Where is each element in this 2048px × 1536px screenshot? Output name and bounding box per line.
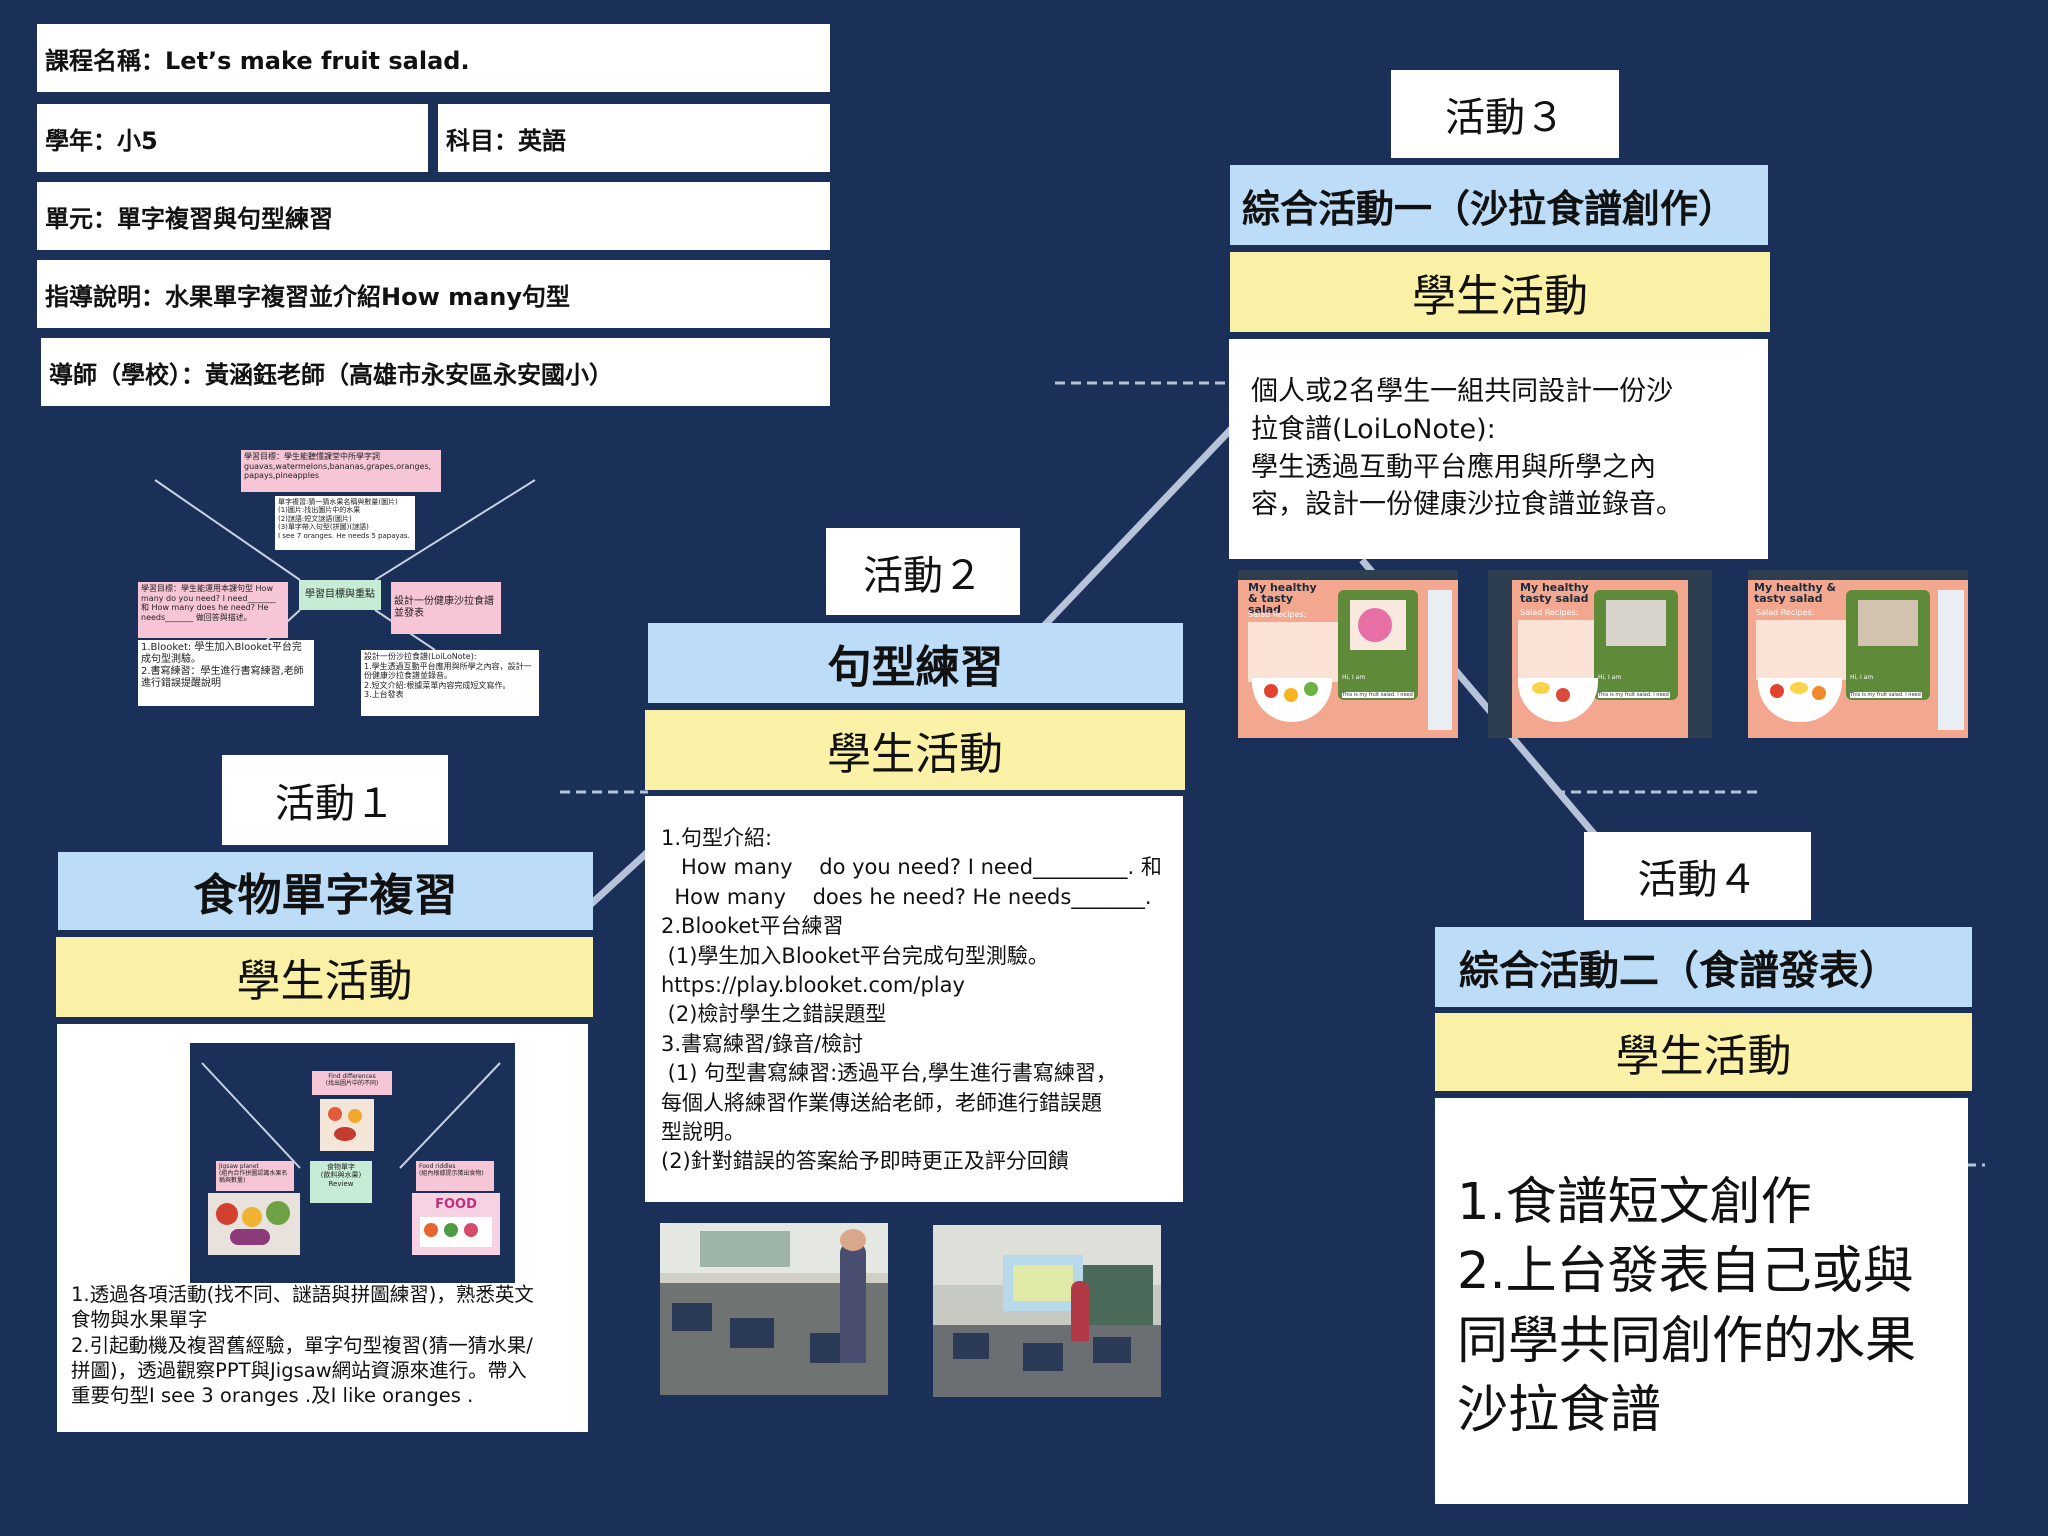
recipe-card-me: Hi, I am — [1342, 674, 1366, 681]
mindmap-center: 學習目標與重點 — [299, 580, 381, 610]
activity4-body-line: 同學共同創作的水果 — [1457, 1311, 1917, 1371]
recipe-card-title: My healthy tasty salad — [1520, 581, 1589, 605]
activity1-map: Find differences (找出圖片中的不同) 食物單字 (飲料與水果)… — [190, 1043, 515, 1283]
activity4-student-activity: 學生活動 — [1435, 1013, 1972, 1091]
food-riddles-image: FOOD — [412, 1193, 500, 1255]
activity1-map-jigsaw: Jigsaw planet (組內合作拼圖認識水果名稱與數量) — [216, 1161, 294, 1191]
activity1-map-food: 食物單字 (飲料與水果) Review — [310, 1161, 372, 1203]
activity1-body: 1.透過各項活動(找不同、謎語與拼圖練習)，熟悉英文 食物與水果單字 2.引起動… — [71, 1282, 586, 1409]
activity1-body-line: 食物與水果單字 — [71, 1308, 208, 1332]
guide: 指導說明：水果單字複習並介紹How many句型 — [37, 260, 830, 328]
subject: 科目：英語 — [438, 104, 830, 172]
activity4-body-line: 1.食譜短文創作 — [1457, 1173, 1812, 1232]
recipe-card-sub: Salad Recipes: — [1520, 608, 1579, 617]
activity3-body: 個人或2名學生一組共同設計一份沙 拉食譜(LoiLoNote): 學生透過互動平… — [1229, 339, 1768, 559]
activity1-body-line: 2.引起動機及複習舊經驗，單字句型複習(猜一猜水果/ — [71, 1333, 533, 1357]
activity2-body-line: How many do you need? I need_________. 和 — [661, 855, 1162, 880]
activity2-body-line: 2.Blooket平台練習 — [661, 914, 844, 939]
recipe-card-me: Hi, I am — [1850, 674, 1874, 681]
activity4-body-line: 2.上台發表自己或與 — [1457, 1242, 1914, 1302]
activity2-body-line: 3.書寫練習/錄音/檢討 — [661, 1031, 864, 1056]
mindmap-design: 設計一份健康沙拉食譜並發表 — [391, 582, 501, 634]
activity2-label: 活動２ — [826, 528, 1020, 615]
activity4-title: 綜合活動二（食譜發表） — [1435, 927, 1972, 1007]
mindmap-goal-top: 學習目標：學生能聽懂課堂中所學字詞 guavas,watermelons,ban… — [241, 450, 441, 492]
recipe-card-1: My healthy & tasty salad Salad Recipes: … — [1238, 570, 1458, 738]
jigsaw-image — [208, 1193, 300, 1255]
activity4-body: 1.食譜短文創作 2.上台發表自己或與 同學共同創作的水果 沙拉食譜 — [1435, 1098, 1968, 1504]
classroom-photo-2 — [933, 1225, 1161, 1397]
activity2-body-line: (1)學生加入Blooket平台完成句型測驗。 — [661, 943, 1049, 968]
activity1-body-line: 拼圖)，透過觀察PPT與Jigsaw網站資源來進行。帶入 — [71, 1359, 527, 1383]
recipe-card-me: Hi, I am — [1598, 674, 1622, 681]
find-differences-image — [320, 1099, 374, 1151]
activity3-label: 活動３ — [1391, 70, 1619, 158]
activity1-body-line: 重要句型I see 3 oranges .及I like oranges . — [71, 1384, 474, 1408]
mindmap: 學習目標：學生能聽懂課堂中所學字詞 guavas,watermelons,ban… — [135, 440, 565, 720]
activity1-map-lines — [201, 1062, 501, 1169]
activity2-body-line: https://play.blooket.com/play — [661, 972, 965, 997]
activity2-title: 句型練習 — [648, 623, 1183, 703]
activity1-title: 食物單字複習 — [58, 852, 593, 930]
course-name: 課程名稱：Let’s make fruit salad. — [37, 24, 830, 92]
connector-main-mid — [1037, 422, 1238, 633]
mindmap-blooket: 1.Blooket: 學生加入Blooket平台完成句型測驗。 2.書寫練習：學… — [138, 640, 314, 706]
recipe-card-fruit: This is my fruit salad. I need — [1598, 692, 1670, 698]
recipe-card-title: My healthy & tasty salad — [1754, 581, 1837, 605]
activity4-body-line: 沙拉食譜 — [1457, 1381, 1662, 1441]
activity4-label: 活動４ — [1584, 832, 1811, 920]
activity3-body-line: 容，設計一份健康沙拉食譜並錄音。 — [1251, 489, 1683, 521]
activity3-student-activity: 學生活動 — [1230, 252, 1770, 332]
mindmap-review: 單字複習:猜一猜水果名稱與數量(圖片) (1)圖片:找出圖片中的水果 (2)謎語… — [275, 496, 415, 550]
activity1-map-riddles: Food riddles (組內根據提示猜出食物) — [416, 1161, 494, 1191]
activity1-map-find: Find differences (找出圖片中的不同) — [312, 1071, 392, 1095]
recipe-card-fruit: This is my fruit salad. I need — [1850, 692, 1922, 698]
activity2-body-line: 1.句型介紹: — [661, 826, 773, 850]
classroom-photo-1 — [660, 1223, 888, 1395]
unit: 單元：單字複習與句型練習 — [37, 182, 830, 250]
recipe-card-3: My healthy & tasty salad Salad Recipes: … — [1748, 570, 1968, 738]
activity3-title: 綜合活動一（沙拉食譜創作） — [1230, 165, 1768, 245]
activity2-body: 1.句型介紹: How many do you need? I need____… — [645, 796, 1183, 1202]
activity2-body-line: (2)檢討學生之錯誤題型 — [661, 1002, 887, 1027]
activity1-student-activity: 學生活動 — [56, 937, 593, 1017]
activity1-label: 活動１ — [222, 755, 448, 845]
recipe-card-fruit: This is my fruit salad. I need — [1342, 692, 1414, 698]
recipe-card-title: My healthy & tasty salad — [1248, 581, 1317, 616]
activity1-panel: Find differences (找出圖片中的不同) 食物單字 (飲料與水果)… — [57, 1024, 588, 1432]
recipe-card-sub: Salad Recipes: — [1248, 610, 1307, 619]
activity2-body-line: 每個人將練習作業傳送給老師，老師進行錯誤題 — [661, 1090, 1102, 1115]
mindmap-recipe: 設計一份沙拉食譜(LoiLoNote): 1.學生透過互動平台應用與所學之內容，… — [361, 650, 539, 716]
activity3-body-line: 拉食譜(LoiLoNote): — [1251, 413, 1496, 445]
activity2-body-line: (2)針對錯誤的答案給予即時更正及評分回饋 — [661, 1149, 1069, 1174]
recipe-card-2: My healthy tasty salad Salad Recipes: Hi… — [1488, 570, 1712, 738]
activity3-body-line: 個人或2名學生一組共同設計一份沙 — [1251, 376, 1674, 407]
activity2-student-activity: 學生活動 — [645, 710, 1185, 790]
activity2-body-line: How many does he need? He needs_______. — [661, 884, 1152, 909]
teacher: 導師（學校）：黃涵鈺老師（高雄市永安區永安國小） — [41, 338, 830, 406]
food-riddles-word: FOOD — [435, 1197, 477, 1212]
recipe-card-sub: Salad Recipes: — [1756, 608, 1815, 617]
grade: 學年：小5 — [37, 104, 428, 172]
activity3-body-line: 學生透過互動平台應用與所學之內 — [1251, 451, 1656, 483]
activity2-body-line: (1) 句型書寫練習:透過平台,學生進行書寫練習， — [661, 1061, 1117, 1086]
mindmap-goal-left: 學習目標：學生能運用本課句型 How many do you need? I n… — [138, 582, 288, 638]
activity1-body-line: 1.透過各項活動(找不同、謎語與拼圖練習)，熟悉英文 — [71, 1283, 534, 1306]
connector-main-left — [587, 847, 653, 908]
activity2-body-line: 型說明。 — [661, 1119, 745, 1144]
